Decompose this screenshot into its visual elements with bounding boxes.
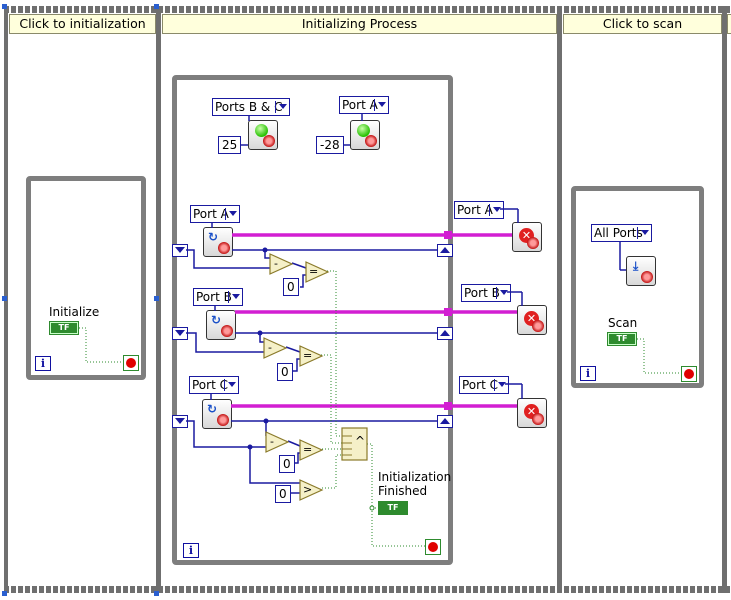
while-loop-initializing-process[interactable] xyxy=(172,75,453,565)
frame-title-next xyxy=(727,14,731,34)
sequence-top-border xyxy=(4,6,731,13)
chevron-down-icon xyxy=(229,211,237,216)
while-loop-initialization[interactable] xyxy=(26,176,146,380)
ring-text: Port B xyxy=(196,290,232,304)
port-a-top-ring[interactable]: Port A xyxy=(339,96,389,114)
read-port-vi-b[interactable]: ↻ xyxy=(206,310,236,340)
selection-handle[interactable] xyxy=(154,4,159,9)
chevron-down-icon xyxy=(279,104,287,109)
close-port-vi-c[interactable]: ✕ xyxy=(517,398,547,428)
scan-label: Scan xyxy=(608,316,638,330)
ring-text: Port A xyxy=(342,98,378,112)
loop-stop-terminal[interactable] xyxy=(681,366,697,382)
ring-text: Ports B & C xyxy=(215,100,283,114)
chevron-down-icon xyxy=(493,207,501,212)
refresh-icon: ↻ xyxy=(208,230,219,244)
daq-gear-icon xyxy=(641,271,653,283)
eq-constant-a[interactable]: 0 xyxy=(283,278,299,296)
equal-symbol: = xyxy=(303,443,313,456)
selection-handle[interactable] xyxy=(2,296,7,301)
chevron-down-icon xyxy=(500,290,508,295)
subtract-symbol: - xyxy=(274,257,278,270)
ports-bc-ring[interactable]: Ports B & C xyxy=(212,98,290,116)
daq-gear-icon xyxy=(218,242,230,254)
greater-symbol: > xyxy=(303,483,313,496)
loop-stop-terminal[interactable] xyxy=(425,539,441,555)
selection-handle[interactable] xyxy=(2,4,7,9)
read-port-vi-a[interactable]: ↻ xyxy=(203,227,233,257)
port-c-ring[interactable]: Port C xyxy=(189,376,239,394)
close-port-vi-a[interactable]: ✕ xyxy=(512,222,542,252)
set-direction-vi-a[interactable] xyxy=(350,120,380,150)
daq-gear-icon xyxy=(365,135,377,147)
initialize-boolean-terminal[interactable]: TF xyxy=(49,321,79,335)
port-c-right-ring[interactable]: Port C xyxy=(459,376,509,394)
daq-gear-icon xyxy=(532,413,544,425)
ports-bc-value-constant[interactable]: 25 xyxy=(218,136,242,154)
close-port-vi-b[interactable]: ✕ xyxy=(517,305,547,335)
daq-gear-icon xyxy=(527,237,539,249)
chevron-down-icon xyxy=(641,230,649,235)
daq-gear-icon xyxy=(217,414,229,426)
iteration-terminal: i xyxy=(580,366,596,381)
refresh-icon: ↻ xyxy=(207,402,218,416)
frame-title-initializing-process: Initializing Process xyxy=(162,14,557,34)
loop-stop-terminal[interactable] xyxy=(123,355,139,371)
initialization-finished-label: Initialization Finished xyxy=(378,470,452,498)
ring-text: All Ports xyxy=(594,226,643,240)
and-symbol: ^ xyxy=(355,434,366,448)
chevron-down-icon xyxy=(498,382,506,387)
daq-gear-icon xyxy=(532,320,544,332)
frame-divider-3 xyxy=(722,6,727,593)
frame-title-initialization: Click to initialization xyxy=(9,14,156,34)
sequence-bottom-border xyxy=(4,586,731,593)
gt-constant-c[interactable]: 0 xyxy=(275,485,291,503)
green-led-icon xyxy=(357,124,370,137)
shift-register-right[interactable] xyxy=(437,244,453,257)
subtract-symbol: - xyxy=(270,435,274,448)
read-port-vi-c[interactable]: ↻ xyxy=(202,399,232,429)
ring-text: Port C xyxy=(462,378,498,392)
port-b-ring[interactable]: Port B xyxy=(193,288,243,306)
eq-constant-c[interactable]: 0 xyxy=(279,455,295,473)
frame-divider-2 xyxy=(557,6,562,593)
ring-text: Port C xyxy=(192,378,228,392)
frame-title-scan: Click to scan xyxy=(563,14,722,34)
ring-text: Port A xyxy=(193,207,229,221)
iteration-terminal: i xyxy=(35,356,51,371)
set-direction-vi-bc[interactable] xyxy=(248,120,278,150)
equal-symbol: = xyxy=(303,349,313,362)
port-a-ring[interactable]: Port A xyxy=(190,205,240,223)
daq-gear-icon xyxy=(263,135,275,147)
initialization-finished-indicator[interactable]: TF xyxy=(378,501,408,515)
all-ports-ring[interactable]: All Ports xyxy=(591,224,652,242)
while-loop-scan[interactable] xyxy=(571,186,704,388)
selection-handle[interactable] xyxy=(2,591,7,596)
ring-text: Port B xyxy=(464,286,500,300)
selection-handle[interactable] xyxy=(154,591,159,596)
scan-boolean-terminal[interactable]: TF xyxy=(607,332,637,346)
chevron-down-icon xyxy=(232,294,240,299)
subtract-symbol: - xyxy=(268,341,272,354)
initialize-label: Initialize xyxy=(49,305,100,319)
daq-gear-icon xyxy=(221,325,233,337)
download-arrow-icon: ⤓ xyxy=(633,259,639,273)
refresh-icon: ↻ xyxy=(211,313,222,327)
port-a-right-ring[interactable]: Port A xyxy=(454,201,504,219)
green-led-icon xyxy=(255,124,268,137)
port-a-value-constant[interactable]: -28 xyxy=(316,136,344,154)
selection-handle[interactable] xyxy=(154,296,159,301)
ring-text: Port A xyxy=(457,203,493,217)
equal-symbol: = xyxy=(309,265,319,278)
port-b-right-ring[interactable]: Port B xyxy=(461,284,511,302)
iteration-terminal: i xyxy=(183,543,199,558)
config-port-vi[interactable]: ⤓ xyxy=(626,256,656,286)
eq-constant-b[interactable]: 0 xyxy=(277,363,293,381)
chevron-down-icon xyxy=(378,102,386,107)
shift-register-right[interactable] xyxy=(437,415,453,428)
shift-register-right[interactable] xyxy=(437,327,453,340)
chevron-down-icon xyxy=(228,382,236,387)
